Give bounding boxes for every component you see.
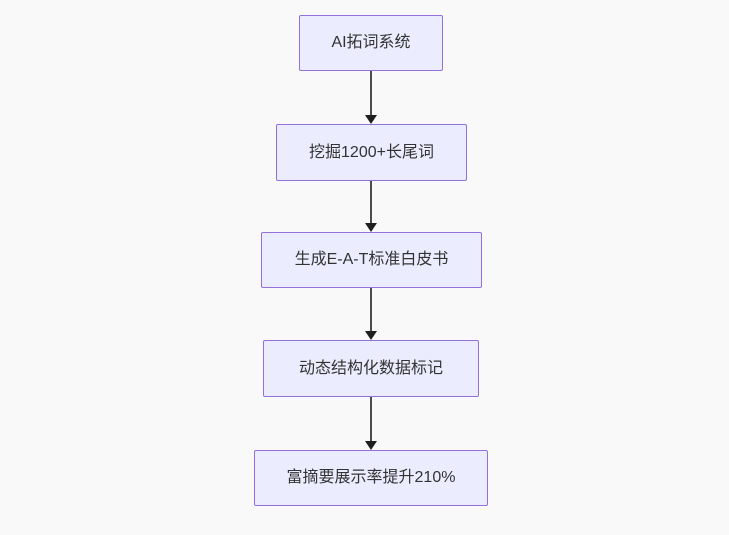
flow-node-ai-word-system: AI拓词系统 — [299, 15, 443, 71]
arrowhead-down-icon — [365, 331, 377, 340]
flow-node-label: 动态结构化数据标记 — [298, 359, 443, 377]
edge-line — [370, 288, 372, 331]
arrowhead-down-icon — [365, 441, 377, 450]
arrowhead-down-icon — [365, 115, 377, 124]
flow-edge-4 — [365, 397, 377, 450]
flow-node-label: 富摘要展示率提升210% — [286, 469, 456, 487]
flow-node-label: 挖掘1200+长尾词 — [309, 143, 434, 161]
flow-edge-2 — [365, 181, 377, 232]
flow-edge-3 — [365, 288, 377, 340]
flow-node-label: AI拓词系统 — [331, 34, 411, 52]
flow-node-structured-data: 动态结构化数据标记 — [263, 340, 479, 397]
edge-line — [370, 181, 372, 223]
flow-node-eat-whitepaper: 生成E-A-T标准白皮书 — [261, 232, 482, 288]
edge-line — [370, 71, 372, 115]
flow-edge-1 — [365, 71, 377, 124]
flow-node-label: 生成E-A-T标准白皮书 — [294, 251, 449, 269]
flow-node-longtail-mining: 挖掘1200+长尾词 — [276, 124, 467, 181]
flow-node-rich-snippet-result: 富摘要展示率提升210% — [254, 450, 488, 506]
arrowhead-down-icon — [365, 223, 377, 232]
edge-line — [370, 397, 372, 441]
